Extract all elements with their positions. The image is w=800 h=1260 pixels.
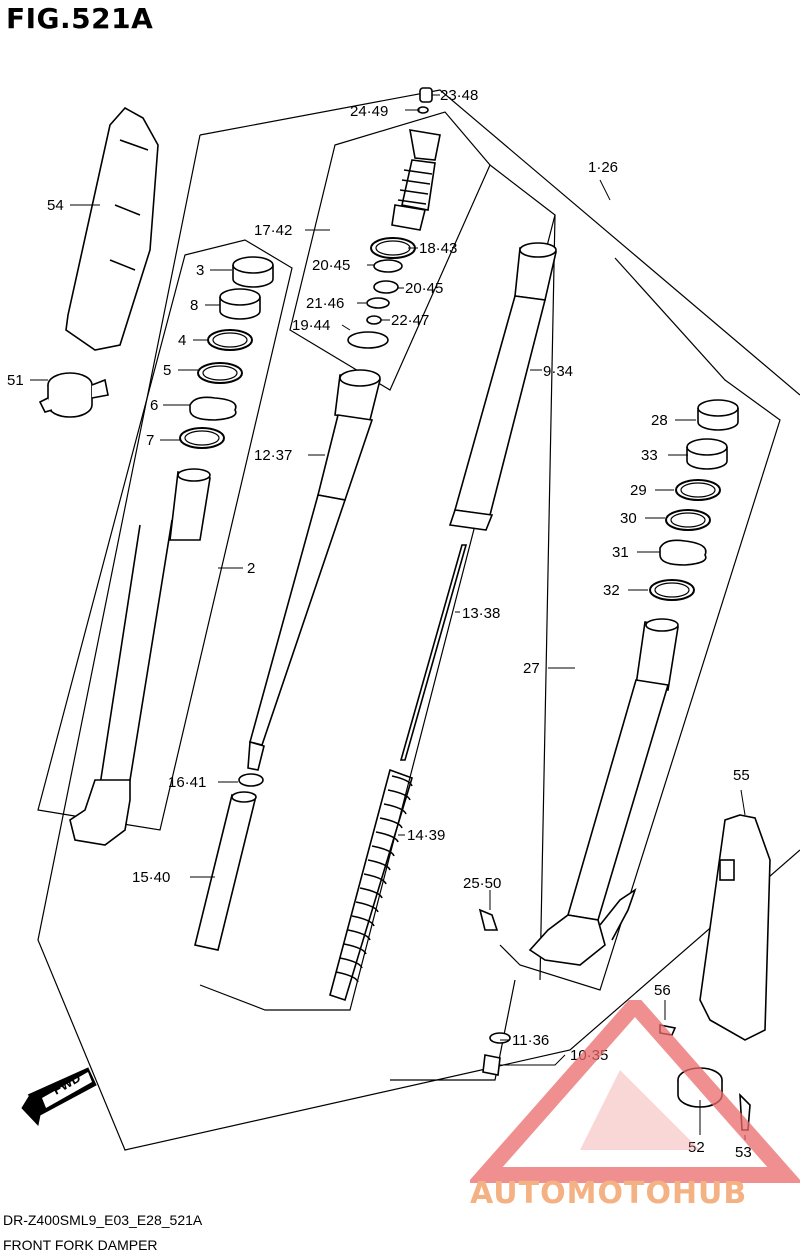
outer-tube-left bbox=[69, 256, 274, 846]
callout-9-34: 9·34 bbox=[543, 363, 573, 380]
callout-16-41: 16·41 bbox=[168, 774, 206, 791]
callout-20-45a: 20·45 bbox=[312, 257, 350, 274]
watermark-text: AUTOMOTOHUB bbox=[470, 1176, 747, 1211]
callout-51: 51 bbox=[7, 372, 24, 389]
callout-15-40: 15·40 bbox=[132, 869, 170, 886]
callout-7: 7 bbox=[146, 432, 154, 449]
figure-title: FIG.521A bbox=[6, 2, 154, 35]
fork-guard-part bbox=[65, 106, 159, 351]
callout-6: 6 bbox=[150, 397, 158, 414]
callout-4: 4 bbox=[178, 332, 186, 349]
footer-code: DR-Z400SML9_E03_E28_521A bbox=[3, 1212, 203, 1228]
watermark-brand: AUTOMOTOHUB bbox=[470, 1176, 748, 1211]
callout-17-42: 17·42 bbox=[254, 222, 292, 239]
watermark-logo-icon bbox=[470, 1000, 800, 1183]
callout-24-49: 24·49 bbox=[350, 103, 388, 120]
callout-13-38: 13·38 bbox=[462, 605, 500, 622]
callout-52: 52 bbox=[688, 1139, 705, 1156]
callout-12-37: 12·37 bbox=[254, 447, 292, 464]
cylinder-and-spring bbox=[329, 242, 557, 1002]
callout-53: 53 bbox=[735, 1144, 752, 1161]
callout-labels: 23·48 24·49 1·26 54 17·42 18·43 20·45 20… bbox=[7, 87, 752, 1161]
callout-14-39: 14·39 bbox=[407, 827, 445, 844]
callout-5: 5 bbox=[163, 362, 171, 379]
callout-22-47: 22·47 bbox=[391, 312, 429, 329]
callout-23-48: 23·48 bbox=[440, 87, 478, 104]
callout-32: 32 bbox=[603, 582, 620, 599]
damper-rod bbox=[194, 369, 381, 951]
callout-55: 55 bbox=[733, 767, 750, 784]
callout-31: 31 bbox=[612, 544, 629, 561]
fwd-arrow-icon: FWD bbox=[21, 1067, 97, 1127]
callout-30: 30 bbox=[620, 510, 637, 527]
callout-54: 54 bbox=[47, 197, 64, 214]
footer-caption: FRONT FORK DAMPER bbox=[3, 1237, 158, 1253]
callout-25-50: 25·50 bbox=[463, 875, 501, 892]
callout-1-26: 1·26 bbox=[588, 159, 618, 176]
callout-28: 28 bbox=[651, 412, 668, 429]
fork-guard-right bbox=[699, 814, 771, 1041]
callout-2: 2 bbox=[247, 560, 255, 577]
callout-56: 56 bbox=[654, 982, 671, 999]
callout-27: 27 bbox=[523, 660, 540, 677]
cartridge-top bbox=[347, 87, 441, 349]
fork-clamp-part bbox=[38, 372, 109, 418]
callout-11-36: 11·36 bbox=[512, 1032, 549, 1049]
callout-20-45b: 20·45 bbox=[405, 280, 443, 297]
callout-29: 29 bbox=[630, 482, 647, 499]
frame-lines bbox=[37, 89, 800, 1151]
callout-18-43: 18·43 bbox=[419, 240, 457, 257]
callout-19-44: 19·44 bbox=[292, 317, 330, 334]
outer-tube-right bbox=[528, 399, 739, 966]
callout-21-46: 21·46 bbox=[306, 295, 344, 312]
callout-8: 8 bbox=[190, 297, 198, 314]
callout-33: 33 bbox=[641, 447, 658, 464]
callout-3: 3 bbox=[196, 262, 204, 279]
